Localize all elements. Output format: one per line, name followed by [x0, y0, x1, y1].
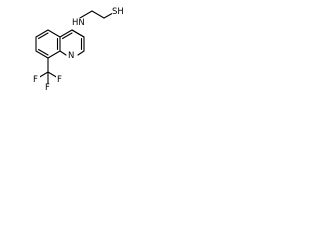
- thiol-sh-label: SH: [112, 7, 124, 17]
- bond-c2-n1: [77, 50, 85, 56]
- atom-labels: HN SH N F F F: [32, 7, 125, 93]
- cf3-fluorine-top-label: F: [45, 83, 50, 93]
- bond-c7-c8-double: [37, 48, 49, 56]
- ring-nitrogen-label: N: [68, 51, 74, 61]
- bond-c5-c6: [35, 29, 49, 38]
- bond-n1-c8a: [59, 50, 67, 56]
- bond-ch2-ch2: [91, 10, 105, 19]
- bond-c4-c3: [71, 29, 85, 38]
- cf3-fluorine-right-label: F: [57, 75, 62, 85]
- bond-c8-c8a: [47, 50, 61, 59]
- bond-ch2-sh: [103, 12, 114, 19]
- bond-c5-c6-double: [37, 32, 49, 40]
- bond-c4a-c5: [47, 29, 61, 38]
- bond-c7-c8: [35, 50, 49, 59]
- cf3-fluorine-left-label: F: [33, 75, 38, 85]
- bond-c4a-c4: [59, 29, 73, 38]
- bond-c4a-c4-double: [61, 32, 73, 40]
- bond-nh-ch2: [79, 10, 93, 19]
- amine-nh-label: HN: [72, 18, 85, 28]
- molecule-structure: HN SH N F F F: [32, 7, 125, 93]
